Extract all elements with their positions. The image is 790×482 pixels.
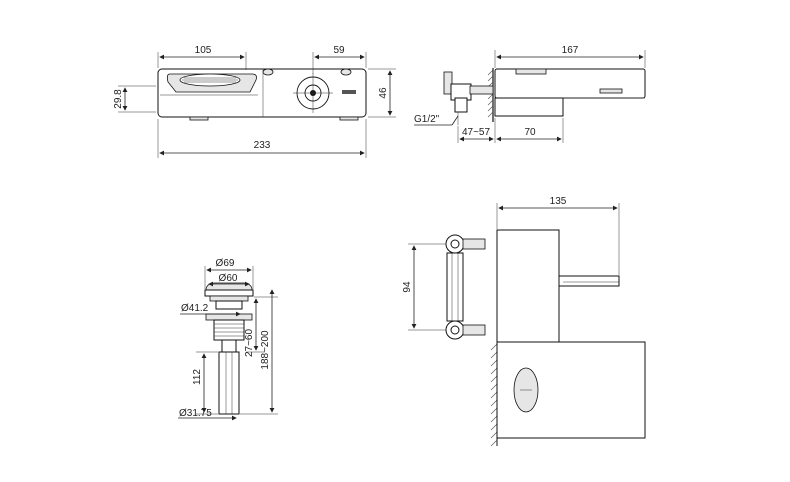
dim-59: 59 (333, 45, 345, 56)
top-view: 105 59 29.8 46 233 (113, 45, 396, 158)
dim-105: 105 (195, 45, 212, 56)
dim-27-60: 27~60 (244, 329, 255, 358)
dim-d31-75: Ø31.75 (179, 408, 212, 419)
drain-view: Ø69 Ø60 Ø41.2 Ø31.75 112 27~60 188~200 (178, 258, 278, 421)
dim-d69: Ø69 (216, 258, 235, 269)
dim-94: 94 (402, 281, 413, 293)
wall-view: 135 94 (402, 196, 646, 447)
dim-135: 135 (550, 196, 567, 207)
dim-167: 167 (562, 45, 579, 56)
side-view: 167 G1/2" 47~57 70 (414, 45, 646, 143)
spout-side (558, 275, 620, 287)
dim-70: 70 (524, 127, 536, 138)
thread-label: G1/2" (414, 114, 440, 125)
dim-112: 112 (192, 369, 203, 385)
dim-d60: Ø60 (219, 273, 238, 284)
dim-233: 233 (254, 140, 271, 151)
dim-46: 46 (378, 87, 389, 99)
dim-29-8: 29.8 (113, 89, 124, 109)
dim-d41-2: Ø41.2 (181, 303, 209, 314)
logo-mark (342, 90, 356, 94)
dim-47-57: 47~57 (462, 127, 491, 138)
aerator-grille (182, 77, 238, 83)
dim-188-200: 188~200 (260, 330, 271, 370)
